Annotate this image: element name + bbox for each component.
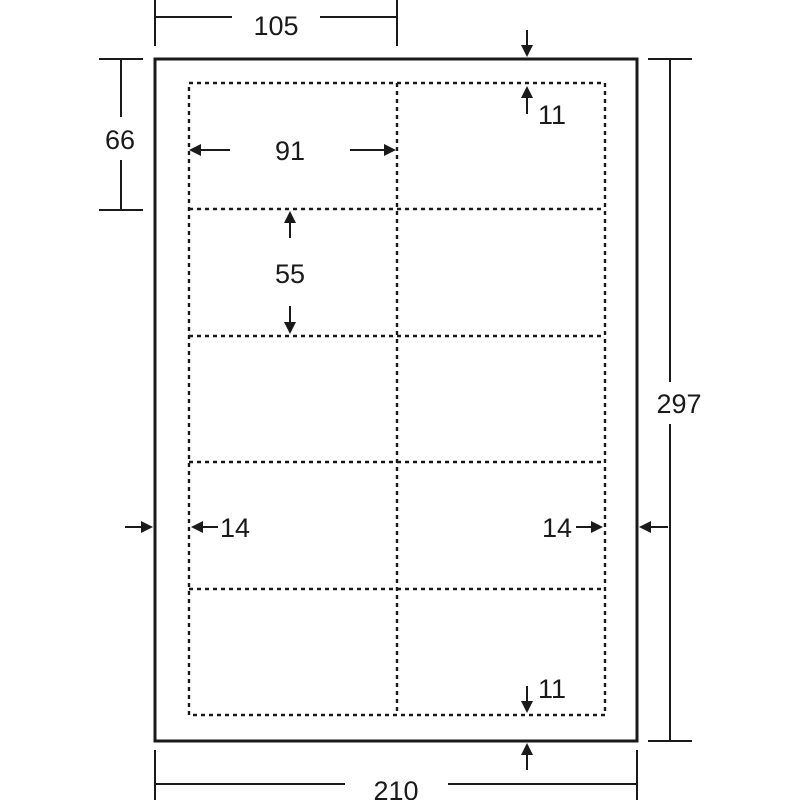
arrow-up-icon [521,743,533,755]
dimension-label-top-11: 11 [538,100,566,130]
dimension-label-297: 297 [656,389,701,419]
dimension-column-pitch: 105 [154,0,398,46]
arrow-left-icon [189,144,201,156]
arrow-down-icon [284,322,296,334]
dimension-right-margin: 14 [542,513,668,543]
dimension-label-right-14: 14 [542,513,572,543]
arrow-down-icon [521,701,533,713]
arrow-down-icon [521,45,533,57]
dimension-label-91: 91 [275,136,305,166]
arrow-left-icon [191,521,203,533]
dimension-top-margin: 11 [521,30,566,130]
dimension-sheet-width: 210 [154,750,638,800]
arrow-left-icon [639,521,651,533]
arrow-right-icon [384,144,396,156]
dimension-card-width: 91 [189,136,396,166]
dimension-label-66: 66 [105,125,135,155]
dimension-label-105: 105 [253,11,298,41]
dimension-card-height: 55 [275,211,305,334]
arrow-up-icon [284,211,296,223]
dimension-bottom-margin: 11 [521,674,566,770]
arrow-right-icon [591,521,603,533]
dimension-label-210: 210 [373,776,418,800]
dimension-label-55: 55 [275,259,305,289]
arrow-up-icon [521,86,533,98]
dimension-row-pitch: 66 [99,58,143,211]
card-grid [187,81,607,717]
dimension-left-margin: 14 [125,513,250,543]
dimension-sheet-height: 297 [648,58,702,742]
dimension-label-bottom-11: 11 [538,674,566,704]
arrow-right-icon [141,521,153,533]
dimension-label-left-14: 14 [220,513,250,543]
